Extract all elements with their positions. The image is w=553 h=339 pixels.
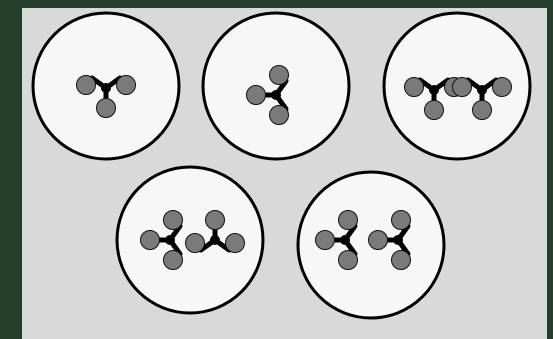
atom-2: [117, 76, 136, 95]
atom-2: [186, 234, 205, 253]
atom-3: [369, 231, 388, 250]
atom-3: [247, 86, 266, 105]
center-atom: [210, 235, 220, 245]
atom-3: [473, 101, 492, 120]
atom-1: [164, 211, 183, 230]
container-1: [33, 13, 179, 159]
atom-3: [206, 211, 225, 230]
atom-1: [405, 78, 424, 97]
atom-2: [164, 251, 183, 270]
center-atom: [101, 83, 111, 93]
container-2: [203, 13, 349, 159]
atom-1: [339, 211, 358, 230]
container-circle: [203, 13, 349, 159]
center-atom: [393, 235, 403, 245]
atom-3: [425, 101, 444, 120]
atom-2: [493, 78, 512, 97]
atom-1: [453, 78, 472, 97]
container-3: [384, 13, 530, 159]
center-atom: [165, 235, 175, 245]
container-4: [117, 167, 263, 313]
container-5: [298, 172, 444, 318]
atom-3: [141, 231, 160, 250]
atom-1: [77, 76, 96, 95]
atom-2: [392, 251, 411, 270]
atom-1: [226, 234, 245, 253]
atom-3: [316, 231, 335, 250]
center-atom: [477, 85, 487, 95]
atom-3: [97, 99, 116, 118]
center-atom: [271, 90, 281, 100]
atom-2: [339, 251, 358, 270]
atom-1: [270, 66, 289, 85]
center-atom: [340, 235, 350, 245]
center-atom: [429, 85, 439, 95]
atom-1: [392, 211, 411, 230]
atom-2: [270, 106, 289, 125]
